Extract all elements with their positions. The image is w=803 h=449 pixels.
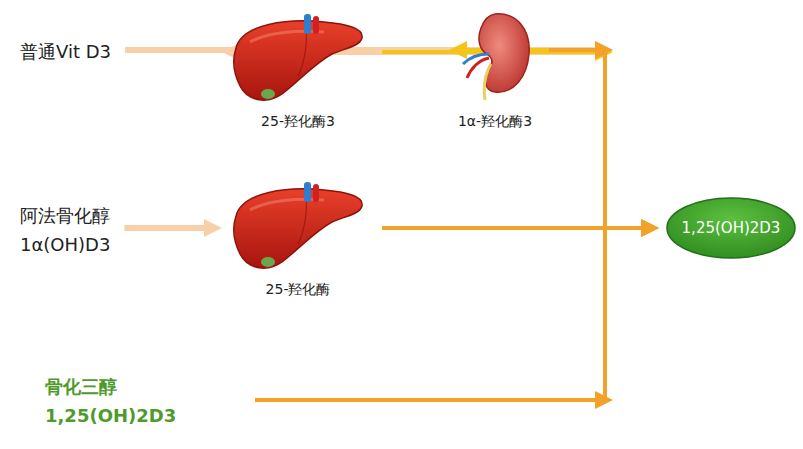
arrow-connector (124, 219, 222, 237)
liver-illustration (228, 14, 368, 106)
liver-node: 25-羟化酶3 (228, 14, 368, 132)
source-label: 阿法骨化醇1α(OH)D3 (20, 202, 110, 260)
result-oval: 1,25(OH)2D3 (665, 196, 797, 260)
drug-name: 普通Vit D3 (20, 38, 111, 67)
enzyme-label: 25-羟化酶 (208, 278, 388, 300)
source-label: 骨化三醇1,25(OH)2D3 (45, 373, 176, 431)
drug-name: 1α(OH)D3 (20, 231, 110, 260)
product-name: 1,25(OH)2D3 (682, 216, 781, 240)
kidney-node: 1α-羟化酶3 (455, 8, 535, 132)
drug-name: 1,25(OH)2D3 (45, 402, 176, 431)
liver-node: 25-羟化酶 (228, 182, 368, 300)
arrow-connector (255, 219, 659, 409)
kidney-illustration (455, 8, 535, 100)
enzyme-label: 1α-羟化酶3 (435, 110, 555, 132)
arrow-connector (549, 41, 659, 237)
arrow-connector (125, 41, 613, 61)
source-label: 普通Vit D3 (20, 38, 111, 67)
liver-illustration (228, 182, 368, 274)
drug-name: 骨化三醇 (45, 373, 176, 402)
enzyme-label: 25-羟化酶3 (208, 110, 388, 132)
drug-name: 阿法骨化醇 (20, 202, 110, 231)
